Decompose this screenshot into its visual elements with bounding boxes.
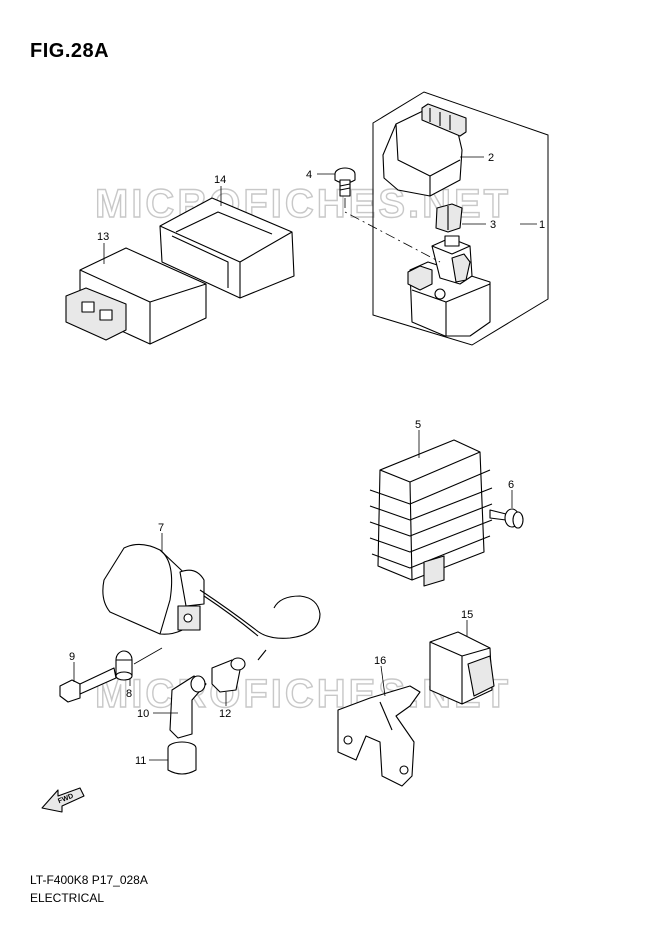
callout-11: 11 — [135, 755, 146, 767]
part-13-ecm[interactable] — [65, 247, 207, 345]
callout-15: 15 — [461, 609, 473, 621]
assembly-frame — [372, 91, 549, 346]
part-12-cap[interactable] — [211, 657, 246, 693]
part-8-spacer[interactable] — [115, 650, 133, 681]
part-14-ecm-holder[interactable] — [159, 197, 295, 299]
part-11-boot[interactable] — [167, 741, 197, 775]
callout-12: 12 — [219, 708, 231, 720]
part-1-starter-relay[interactable] — [407, 235, 491, 337]
bolt-4-guide-line — [344, 198, 441, 263]
leader-7-coil — [133, 647, 163, 665]
part-2-relay-cover[interactable] — [382, 103, 467, 197]
callout-10: 10 — [137, 708, 149, 720]
leader-16 — [380, 665, 386, 697]
part-3-fuse[interactable] — [435, 203, 463, 233]
figure-code: LT-F400K8 P17_028A — [30, 873, 148, 887]
callout-2: 2 — [488, 152, 494, 164]
callout-14: 14 — [214, 174, 226, 186]
callout-16: 16 — [374, 655, 386, 667]
part-10-plug-cap[interactable] — [169, 675, 207, 739]
callout-7: 7 — [158, 522, 164, 534]
callout-6: 6 — [508, 479, 514, 491]
callout-3: 3 — [490, 219, 496, 231]
callout-4: 4 — [306, 169, 312, 181]
callout-1: 1 — [539, 219, 545, 231]
part-6-bolt[interactable] — [489, 508, 524, 529]
fwd-arrow-icon — [41, 787, 85, 813]
callout-8: 8 — [126, 688, 132, 700]
part-9-bolt[interactable] — [59, 667, 117, 703]
part-16-bracket[interactable] — [337, 685, 421, 787]
figure-category: ELECTRICAL — [30, 891, 105, 905]
part-15-connector[interactable] — [429, 631, 495, 705]
callout-13: 13 — [97, 231, 109, 243]
part-4-bolt[interactable] — [334, 167, 356, 197]
part-5-regulator[interactable] — [369, 439, 493, 587]
callout-5: 5 — [415, 419, 421, 431]
figure-title: FIG.28A — [30, 40, 110, 62]
part-7-ignition-coil[interactable] — [102, 543, 321, 661]
callout-9: 9 — [69, 651, 75, 663]
